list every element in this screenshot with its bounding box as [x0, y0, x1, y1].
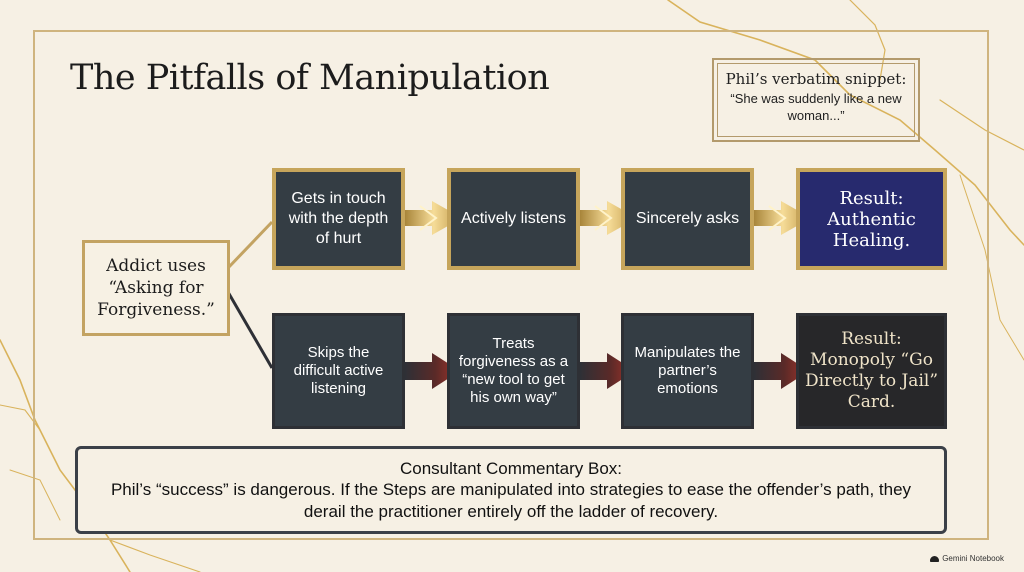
gold-arrow-1: [405, 201, 462, 235]
source-label: Addict uses “Asking for Forgiveness.”: [97, 256, 215, 320]
gold-arrow-2: [580, 201, 637, 235]
branch-line-bottom: [226, 291, 274, 369]
top-result-label: Result: Authentic Healing.: [827, 187, 916, 251]
gemini-notebook-icon: [930, 555, 940, 562]
top-step-2-label: Actively listens: [461, 210, 566, 227]
bottom-step-3: Manipulates the partner’s emotions: [621, 313, 754, 429]
gold-arrow-3: [754, 201, 811, 235]
red-arrow-1: [405, 353, 460, 389]
commentary-title: Consultant Commentary Box:: [399, 459, 623, 478]
commentary-body: Phil’s “success” is dangerous. If the St…: [110, 480, 912, 521]
top-result: Result: Authentic Healing.: [796, 168, 947, 270]
snippet-box: Phil’s verbatim snippet: “She was sudden…: [712, 58, 920, 142]
top-step-3-label: Sincerely asks: [635, 210, 740, 227]
snippet-quote: “She was suddenly like a new woman...”: [730, 91, 902, 123]
bottom-step-2: Treats forgiveness as a “new tool to get…: [447, 313, 580, 429]
top-step-2: Actively listens: [447, 168, 580, 270]
snippet-title: Phil’s verbatim snippet:: [725, 70, 907, 88]
bottom-step-1: Skips the difficult active listening: [272, 313, 405, 429]
bottom-result-label: Result: Monopoly “Go Directly to Jail” C…: [804, 329, 939, 412]
bottom-step-1-label: Skips the difficult active listening: [293, 344, 384, 397]
red-arrow-3: [754, 353, 809, 389]
commentary-box: Consultant Commentary Box: Phil’s “succe…: [75, 446, 947, 534]
top-step-3: Sincerely asks: [621, 168, 754, 270]
page-title: The Pitfalls of Manipulation: [70, 58, 550, 98]
brand-label: Gemini Notebook: [942, 554, 1004, 563]
source-box: Addict uses “Asking for Forgiveness.”: [82, 240, 230, 336]
top-step-1-label: Gets in touch with the depth of hurt: [288, 190, 389, 247]
brand-watermark: Gemini Notebook: [930, 554, 1004, 563]
red-arrow-2: [580, 353, 635, 389]
bottom-step-3-label: Manipulates the partner’s emotions: [634, 344, 741, 397]
bottom-step-2-label: Treats forgiveness as a “new tool to get…: [458, 335, 569, 406]
top-step-1: Gets in touch with the depth of hurt: [272, 168, 405, 270]
outer-frame: [33, 30, 989, 540]
branch-line-top: [226, 220, 274, 270]
bottom-result: Result: Monopoly “Go Directly to Jail” C…: [796, 313, 947, 429]
